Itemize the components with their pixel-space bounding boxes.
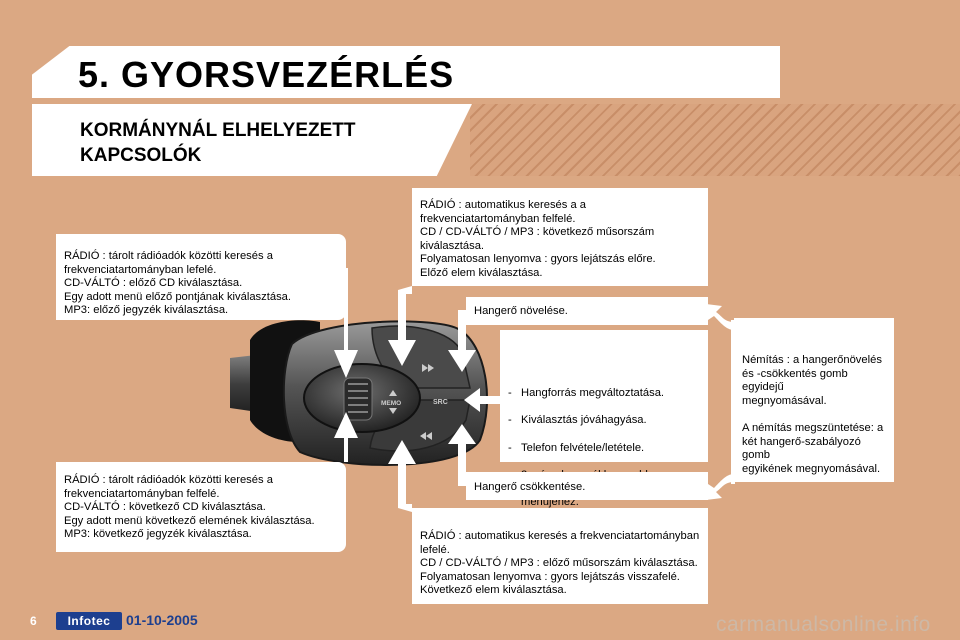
watermark: carmanualsonline.info xyxy=(716,613,931,636)
page-title: 5. GYORSVEZÉRLÉS xyxy=(78,54,455,95)
section-subtitle: KORMÁNYNÁL ELHELYEZETT KAPCSOLÓK xyxy=(80,120,356,166)
print-date: 01-10-2005 xyxy=(126,612,198,628)
page-number: 6 xyxy=(30,614,37,628)
arrow-radio-bottom xyxy=(388,440,416,512)
callout-source-select: Hangforrás megváltoztatása. Kiválasztás … xyxy=(500,330,708,508)
fast-forward-icon xyxy=(422,364,434,372)
infotec-logo: Infotec xyxy=(56,612,122,630)
scroll-wheel-ridges xyxy=(348,383,368,413)
subtitle-band xyxy=(32,104,472,176)
src-label: SRC xyxy=(433,399,448,406)
arrow-left-top-callout xyxy=(334,268,358,378)
memo-down-icon xyxy=(389,408,397,414)
callout-auto-seek-down: RÁDIÓ : automatikus keresés a frekvencia… xyxy=(412,508,708,604)
callout-seek-up-stored: RÁDIÓ : tárolt rádióadók közötti keresés… xyxy=(56,462,346,552)
list-item: Kiválasztás jóváhagyása. xyxy=(508,414,700,428)
callout-volume-down: Hangerő csökkentése. xyxy=(466,472,708,500)
title-band xyxy=(32,46,780,98)
list-item: Hangforrás megváltoztatása. xyxy=(508,387,700,401)
header-hatch-band xyxy=(470,104,960,176)
arrow-left-bottom-callout xyxy=(334,412,358,462)
memo-label: MEMO xyxy=(381,400,401,407)
rewind-icon xyxy=(420,432,432,440)
arrow-volume-down xyxy=(448,424,476,486)
scroll-wheel xyxy=(343,377,373,421)
list-item: Telefon felvétele/letétele. xyxy=(508,442,700,456)
source-function-list: Hangforrás megváltoztatása. Kiválasztás … xyxy=(508,374,700,524)
callout-mute: Némítás : a hangerőnövelés és -csökkenté… xyxy=(734,318,894,482)
arrow-radio-top xyxy=(388,286,416,366)
callout-auto-seek-up: RÁDIÓ : automatikus keresés a a frekvenc… xyxy=(412,188,708,286)
arrow-volume-up xyxy=(448,310,476,372)
memo-up-icon xyxy=(389,390,397,396)
arrow-mute-bracket xyxy=(706,304,735,500)
callout-seek-down-stored: RÁDIÓ : tárolt rádióadók közötti keresés… xyxy=(56,234,346,320)
callout-volume-up: Hangerő növelése. xyxy=(466,297,708,325)
arrow-center-source xyxy=(464,388,500,412)
